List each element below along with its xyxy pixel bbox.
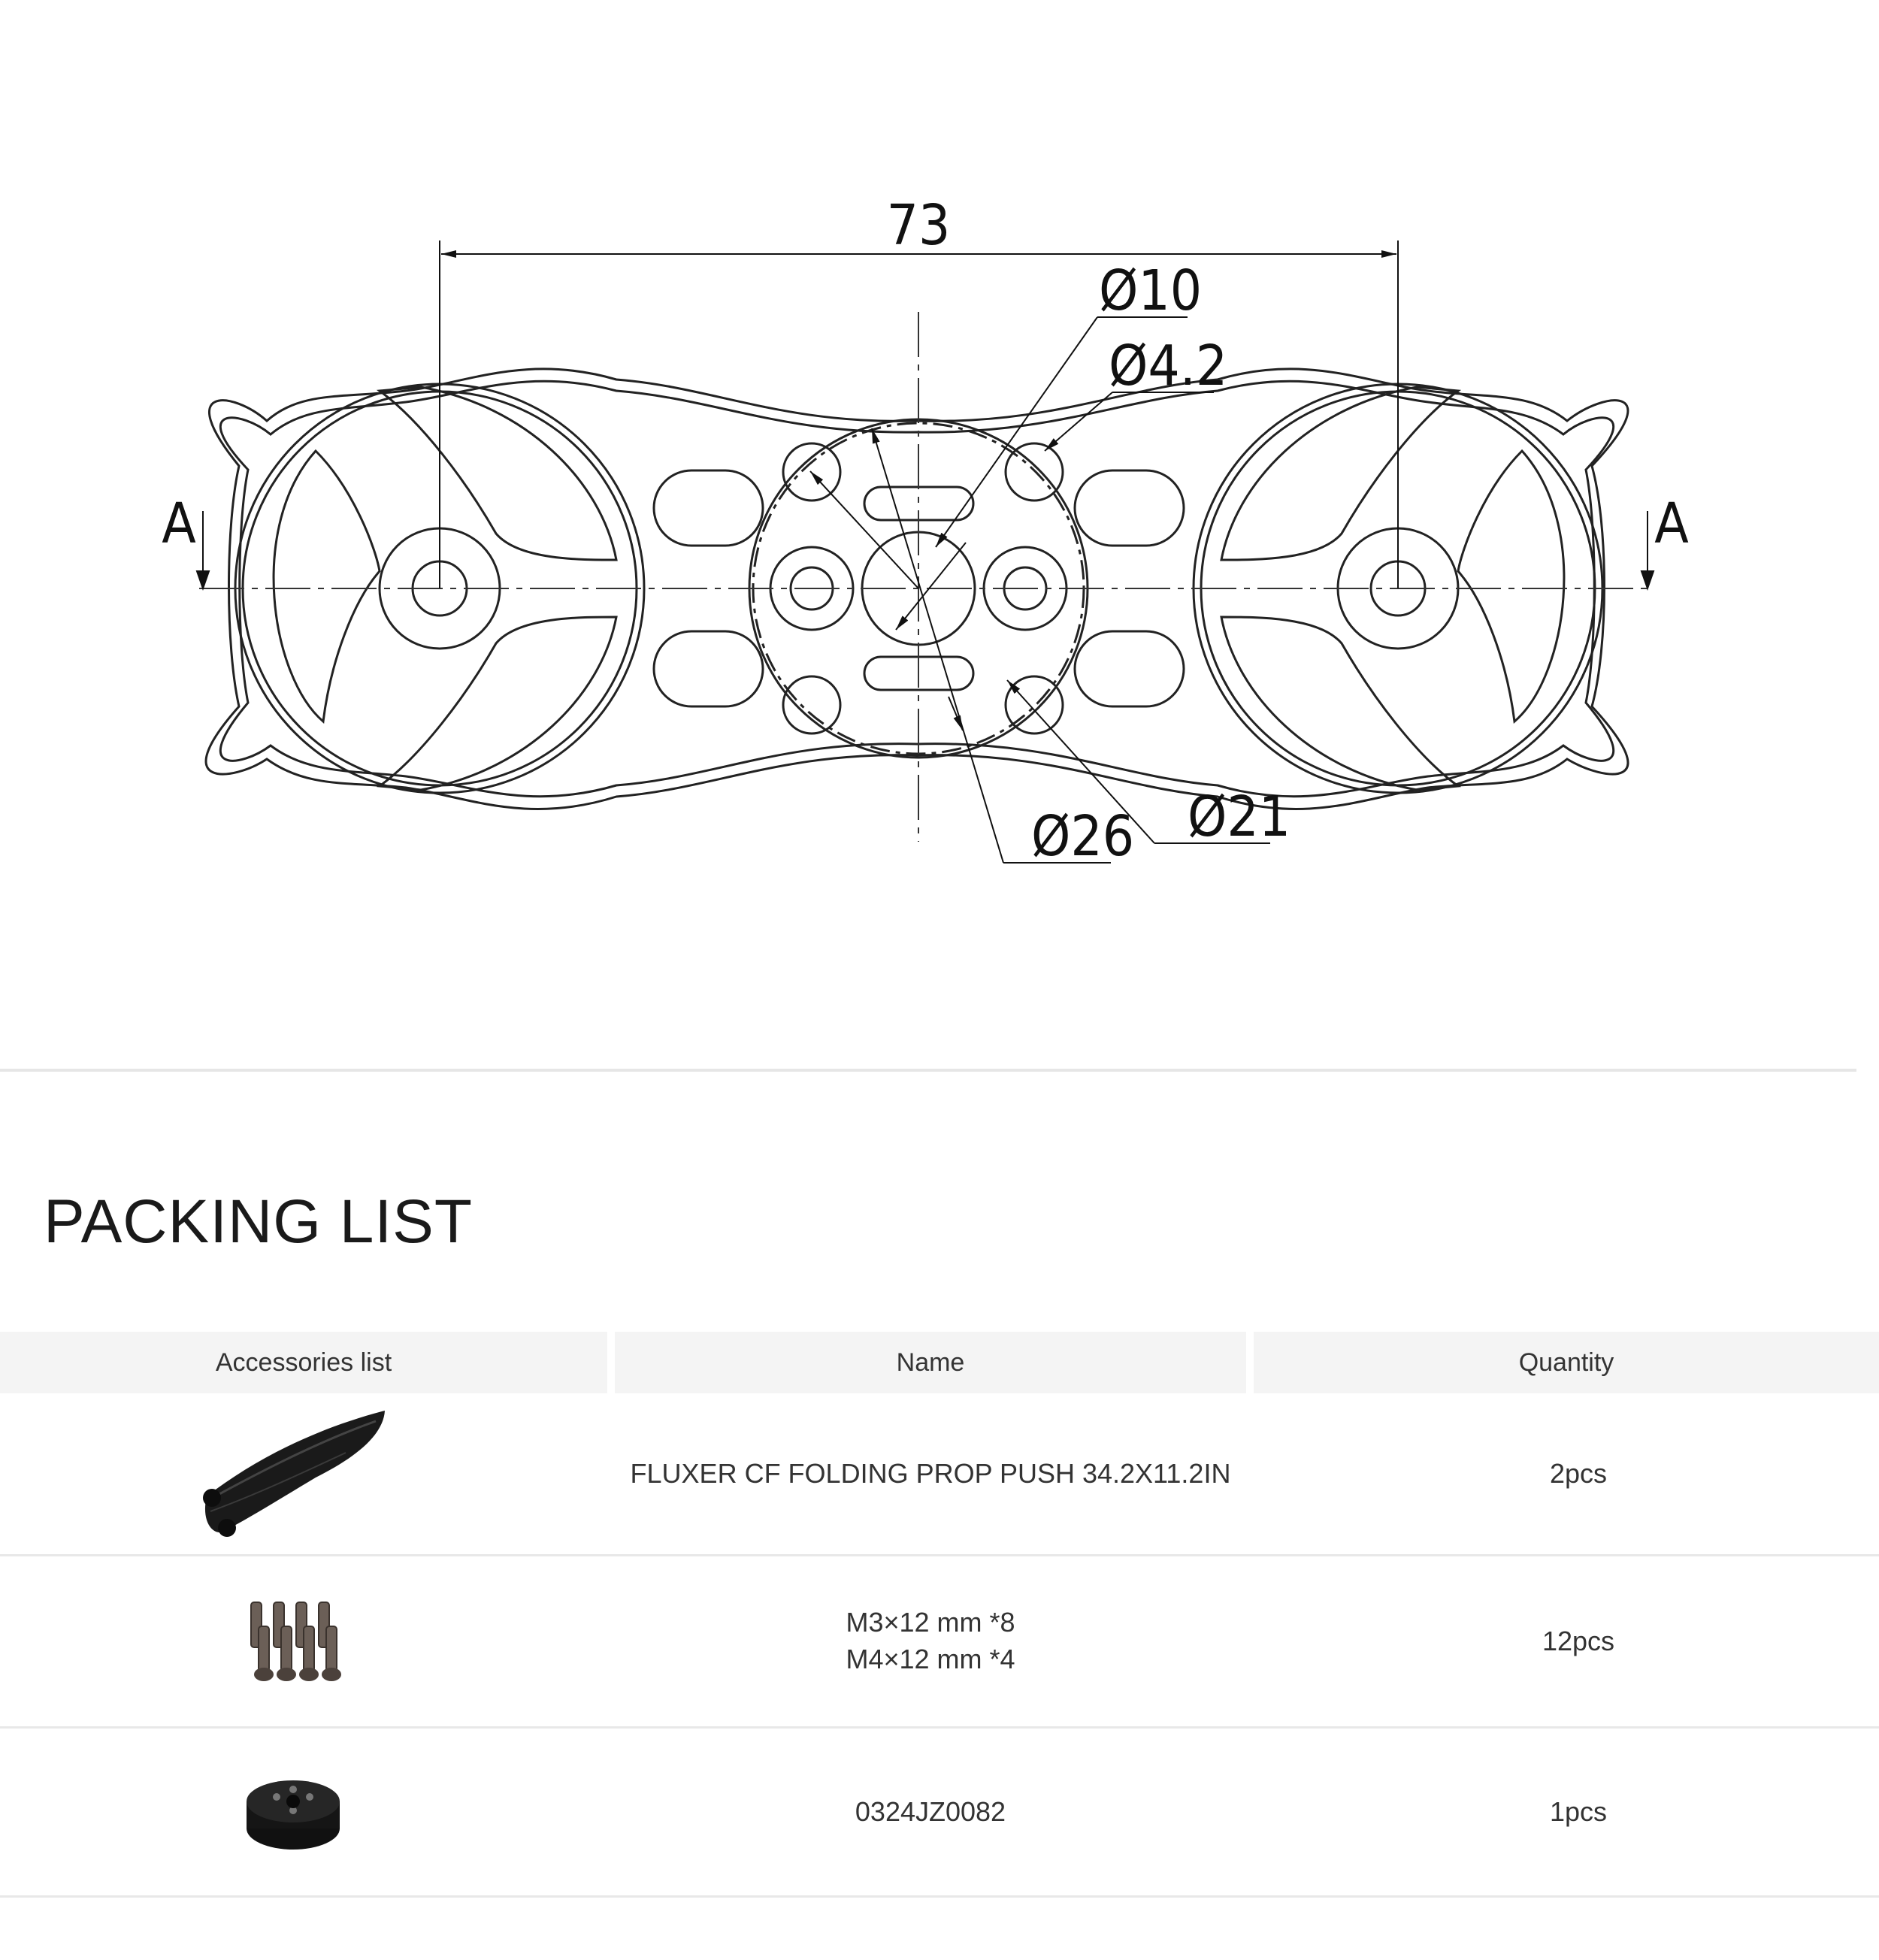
diameter-26-label: Ø26 [1031,804,1134,869]
diameter-4-2-label: Ø4.2 [1109,334,1227,398]
leader-lines [809,316,1270,864]
folding-propeller-image [203,1411,385,1537]
accessory-image-cell [0,1393,586,1554]
item-name: FLUXER CF FOLDING PROP PUSH 34.2X11.2IN [631,1456,1231,1493]
item-name-cell: M3×12 mm *8 M4×12 mm *4 [615,1556,1246,1726]
section-markers [195,511,1655,591]
item-name-line: 0324JZ0082 [855,1795,1006,1827]
packing-list-title: PACKING LIST [44,1187,473,1256]
accessory-image-cell [0,1556,586,1726]
diameter-10-label: Ø10 [1099,259,1202,323]
table-row: M3×12 mm *8 M4×12 mm *4 12pcs [0,1556,1879,1729]
item-quantity: 12pcs [1542,1625,1615,1656]
accessory-image-cell [0,1729,586,1895]
diameter-21-label: Ø21 [1188,785,1290,849]
screws-image [250,1602,341,1681]
item-quantity: 1pcs [1549,1795,1608,1827]
adapter-disc-image [247,1780,340,1850]
item-name-line: FLUXER CF FOLDING PROP PUSH 34.2X11.2IN [630,1457,1231,1489]
item-name-line: M3×12 mm *8 [846,1607,1015,1638]
header-quantity: Quantity [1254,1332,1879,1393]
section-mark-left: A [162,492,196,556]
header-name: Name [615,1332,1246,1393]
dimension-73 [439,240,1399,588]
item-name: M3×12 mm *8 M4×12 mm *4 [846,1605,1015,1677]
section-mark-right: A [1654,492,1689,556]
table-row: 0324JZ0082 1pcs [0,1729,1879,1898]
item-quantity: 2pcs [1549,1457,1608,1489]
dimension-73-label: 73 [887,193,951,258]
table-row: FLUXER CF FOLDING PROP PUSH 34.2X11.2IN … [0,1393,1879,1556]
technical-drawing: 73 Ø10 Ø4.2 Ø26 Ø21 A A [162,193,1689,869]
table-header: Accessories list Name Quantity [0,1332,1879,1393]
item-name-line: M4×12 mm *4 [846,1644,1015,1674]
center-lines [199,312,1650,842]
item-name-cell: 0324JZ0082 [615,1729,1246,1895]
header-accessories: Accessories list [0,1332,607,1393]
item-name-cell: FLUXER CF FOLDING PROP PUSH 34.2X11.2IN [615,1393,1246,1554]
item-name: 0324JZ0082 [855,1794,1006,1831]
section-divider [0,1069,1856,1072]
packing-list-table: Accessories list Name Quantity FLUXER CF… [0,1332,1879,1898]
